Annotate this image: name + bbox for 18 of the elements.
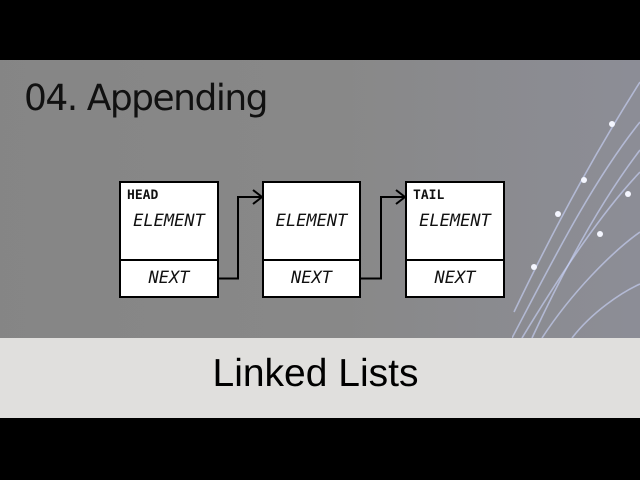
- field-name: NEXT: [148, 270, 190, 287]
- subtitle: Linked Lists: [212, 354, 420, 393]
- field-name: ELEMENT: [276, 212, 348, 230]
- slide-title: 04. Appending: [24, 81, 268, 117]
- arrow: [219, 189, 263, 280]
- next-compartment: [405, 259, 505, 298]
- arrow: [361, 189, 406, 280]
- element-compartment: [405, 181, 505, 261]
- field-name: ELEMENT: [133, 212, 205, 230]
- field-name: ELEMENT: [419, 212, 491, 230]
- node-tag: HEAD: [127, 189, 158, 202]
- element-compartment: [262, 181, 361, 261]
- element-compartment: [119, 181, 219, 261]
- node-tag: TAIL: [413, 189, 444, 202]
- next-compartment: [119, 259, 219, 298]
- field-name: NEXT: [291, 270, 332, 287]
- next-compartment: [262, 259, 361, 298]
- field-name: NEXT: [434, 270, 476, 287]
